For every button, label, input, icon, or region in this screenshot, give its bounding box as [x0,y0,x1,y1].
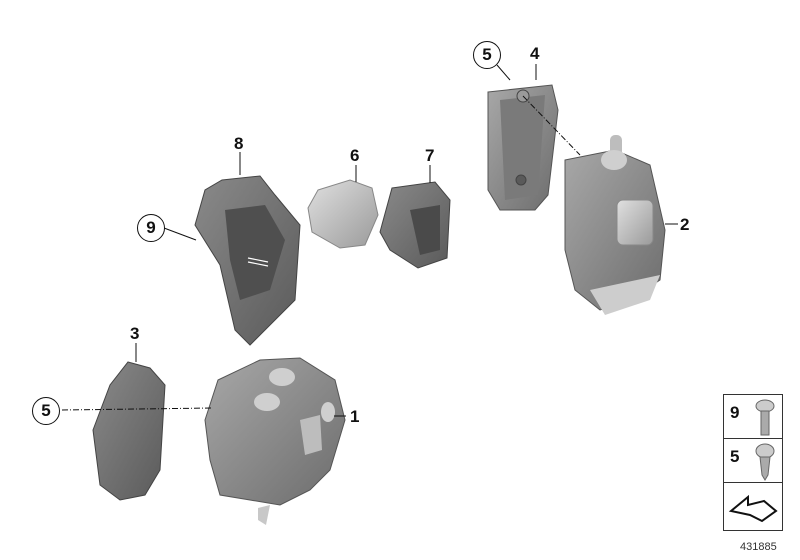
torx-screw-icon [755,399,775,436]
diagram-number: 431885 [740,541,777,553]
callout-5-circled-top: 5 [473,41,501,69]
fastener-legend: 9 5 [723,394,783,531]
part-2-right-switch [564,135,666,315]
legend-item-5: 5 [724,439,782,483]
callout-4: 4 [530,44,540,63]
part-8-bracket [194,175,301,346]
legend-item-9: 9 [724,395,782,439]
callout-3: 3 [130,324,140,343]
part-4-cover [487,84,559,211]
direction-arrow-icon [728,494,778,523]
self-tapping-screw-icon [755,443,775,481]
part-6-cap [307,179,379,249]
part-1-left-switch [204,357,346,525]
callout-2: 2 [680,215,690,234]
callout-7: 7 [425,146,435,165]
callout-9-circled: 9 [137,214,165,242]
legend-label: 5 [730,447,740,466]
leader-lines [61,64,678,417]
part-7-cap [379,181,451,269]
callout-8: 8 [234,134,244,153]
callout-1: 1 [350,407,360,426]
callout-6: 6 [350,146,360,165]
legend-label: 9 [730,403,740,422]
legend-item-arrow [724,483,782,530]
callout-5-circled-left: 5 [32,397,60,425]
part-3-cover [92,361,166,501]
